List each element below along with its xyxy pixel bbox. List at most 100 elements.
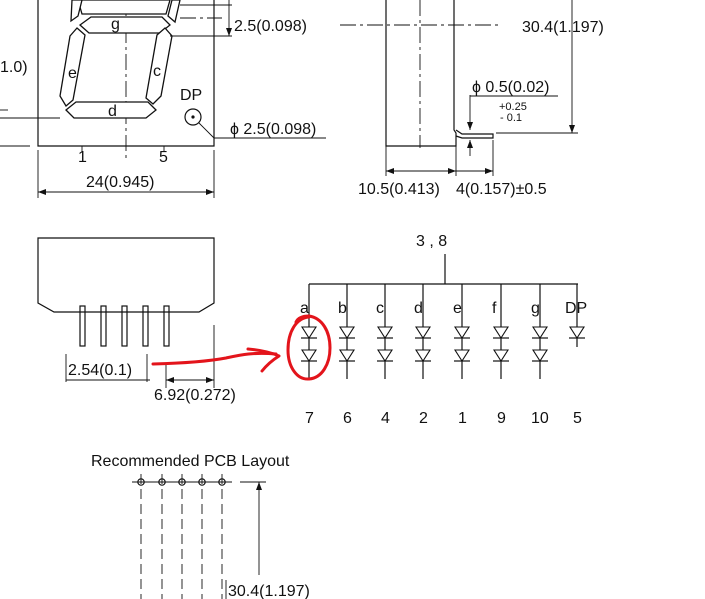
pin-dia-dim: ϕ 0.5(0.02)	[472, 79, 549, 96]
red-annotation	[151, 314, 332, 381]
schematic-segment-label-a: a	[300, 300, 309, 317]
schematic-pin-number-d: 2	[419, 410, 428, 427]
schematic-pin-number-a: 7	[305, 410, 314, 427]
schematic-segment-label-e: e	[453, 300, 462, 317]
schematic-diode-lower-e-triangle	[453, 349, 471, 363]
bottom-pin-3	[121, 305, 128, 347]
segment-b-partial	[167, 0, 181, 24]
bottom-view-outline	[37, 237, 215, 313]
schematic-segment-label-d: d	[414, 300, 423, 317]
schematic-diode-lower-a-triangle	[300, 349, 318, 363]
schematic-column-e: e1	[453, 284, 471, 427]
segment-e-label: e	[68, 65, 77, 82]
pcb-layout-title: Recommended PCB Layout	[91, 453, 290, 470]
schematic-column-d: d2	[414, 284, 432, 427]
left-partial-dim: 1.0)	[0, 59, 28, 76]
schematic-diode-lower-d-triangle	[414, 349, 432, 363]
segment-g-label: g	[111, 16, 120, 33]
pin-tol-minus: - 0.1	[500, 112, 522, 124]
side-view-outline	[385, 0, 457, 147]
segment-a-partial	[77, 0, 171, 15]
schematic-diode-upper-g-triangle	[531, 326, 549, 340]
pcb-pad-centerlines	[140, 474, 223, 599]
schematic-diode-upper-c-triangle	[376, 326, 394, 340]
dp-dot	[184, 108, 202, 126]
side-view: ϕ 0.5(0.02) +0.25 - 0.1 30.4(1.197) 10.5…	[340, 0, 604, 198]
schematic-pin-number-g: 10	[531, 410, 549, 427]
bottom-pin-2	[100, 305, 107, 347]
segment-e	[59, 27, 86, 107]
schematic-diode-upper-e-triangle	[453, 326, 471, 340]
pin-dia-arrow-top	[467, 122, 473, 130]
schematic-column-b: b6	[338, 284, 356, 427]
schematic-pin-number-b: 6	[343, 410, 352, 427]
bottom-view-pins	[79, 305, 170, 347]
schematic-diode-lower-g-triangle	[531, 349, 549, 363]
dp-dot-center	[191, 115, 195, 119]
pin-number-5: 5	[159, 149, 168, 166]
pin-len-dim: 4(0.157)±0.5	[456, 181, 547, 198]
width-dim: 24(0.945)	[86, 174, 155, 191]
schematic-diode-upper-a-triangle	[300, 326, 318, 340]
schematic-pin-number-c: 4	[381, 410, 390, 427]
bottom-view: 2.54(0.1) 6.92(0.272)	[37, 237, 236, 404]
schematic-column-dp: DP 5	[565, 284, 587, 427]
depth-dim: 10.5(0.413)	[358, 181, 440, 198]
pcb-layout: Recommended PCB Layout 30.4(1.197)	[91, 453, 310, 599]
schematic-segment-label-c: c	[376, 300, 384, 317]
segment-g	[78, 16, 171, 34]
schematic-segment-label-f: f	[492, 300, 497, 317]
bottom-pin-1	[79, 305, 86, 347]
front-view: g e c d DP ϕ 2.5(0.098) 2.5(0.098) 1.0) …	[0, 0, 326, 198]
schematic-segment-label-b: b	[338, 300, 347, 317]
side-pin	[455, 129, 494, 139]
red-circle-mark	[286, 314, 332, 381]
offset-arrow-left	[166, 377, 174, 383]
dp-hole-dim: ϕ 2.5(0.098)	[230, 121, 316, 138]
seg-width-arrow	[226, 28, 232, 36]
red-arrow-head	[246, 347, 281, 373]
schematic-diode-lower-c-triangle	[376, 349, 394, 363]
schematic-column-g: g 10	[531, 284, 549, 427]
schematic-pin-number-e: 1	[458, 410, 467, 427]
pcb-height-dim: 30.4(1.197)	[228, 583, 310, 599]
schematic-segment-label-dp: DP	[565, 300, 587, 317]
schematic-diode-upper-b-triangle	[338, 326, 356, 340]
pitch-dim: 2.54(0.1)	[68, 362, 132, 379]
schematic-diode-upper-d-triangle	[414, 326, 432, 340]
height-dim: 30.4(1.197)	[522, 19, 604, 36]
segment-d	[65, 101, 157, 119]
bottom-pin-4	[142, 305, 149, 347]
common-pins-label: 3 , 8	[416, 233, 447, 250]
schematic-diode-upper-dp-triangle	[568, 326, 586, 340]
schematic-column-c: c4	[376, 284, 394, 427]
schematic-diode-lower-b-triangle	[338, 349, 356, 363]
pcb-height-arrow	[256, 482, 262, 490]
offset-arrow-right	[206, 377, 214, 383]
schematic-pin-number-dp: 5	[573, 410, 582, 427]
segment-d-label: d	[108, 103, 117, 120]
schematic-diode-upper-f-triangle	[492, 326, 510, 340]
schematic-segment-label-g: g	[531, 300, 540, 317]
width-arrow-left	[38, 189, 46, 195]
segment-f-partial	[70, 0, 83, 23]
offset-dim: 6.92(0.272)	[154, 387, 236, 404]
height-arrow	[569, 125, 575, 133]
pin-len-arrow-right	[485, 168, 493, 174]
pin-tol-plus: +0.25	[499, 101, 527, 113]
seg-width-dim: 2.5(0.098)	[234, 18, 307, 35]
schematic-pin-number-f: 9	[497, 410, 506, 427]
pin-dia-arrow-bottom	[467, 140, 473, 148]
schematic-column-a: a7	[300, 284, 318, 427]
bottom-pin-5	[163, 305, 170, 347]
dp-leader	[198, 122, 215, 139]
pin-number-1: 1	[78, 149, 87, 166]
width-arrow-right	[206, 189, 214, 195]
depth-arrow-right	[448, 168, 456, 174]
red-arrow-mark	[151, 351, 278, 366]
depth-arrow-left	[386, 168, 394, 174]
schematic-diode-lower-f-triangle	[492, 349, 510, 363]
